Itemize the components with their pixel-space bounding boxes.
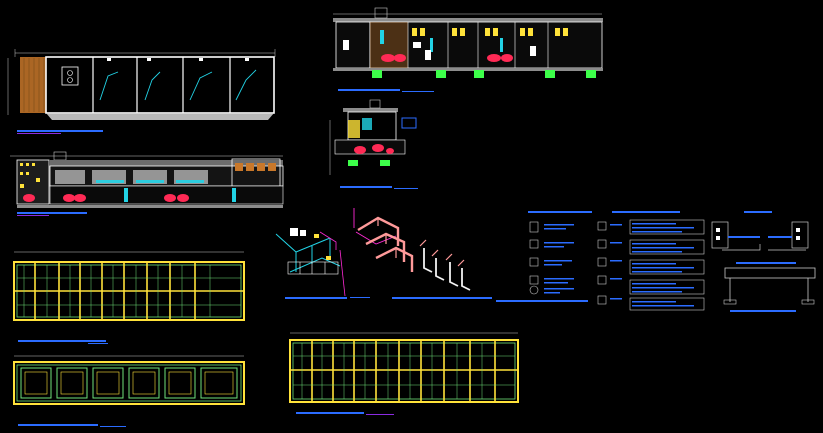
beam-plan [289, 332, 519, 415]
sink-icon [67, 77, 73, 83]
water-tank-icon [374, 7, 388, 19]
title-bar [17, 130, 103, 132]
toilet-icon [67, 70, 73, 76]
isometric-water [275, 228, 370, 299]
wood-deck [20, 57, 46, 113]
foundation-plan [13, 251, 245, 344]
toilet-icon [529, 285, 539, 295]
roof-framing-plan [13, 355, 245, 427]
isometric-drainage [353, 208, 492, 299]
footing-details [711, 211, 816, 312]
plan-walls [45, 56, 275, 114]
long-elevation [10, 151, 284, 216]
cross-section [329, 99, 418, 189]
floor-plan [7, 49, 276, 134]
water-tank-icon [369, 99, 381, 109]
plan-ramp [46, 113, 274, 120]
detail-notes [629, 219, 705, 311]
legend [496, 211, 680, 305]
long-section [333, 7, 603, 92]
